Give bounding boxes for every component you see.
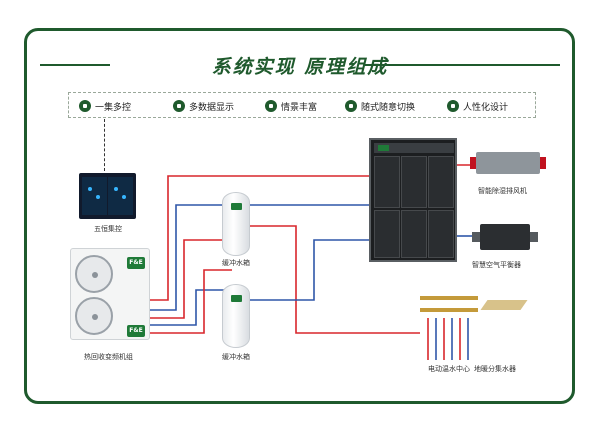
stack-icon [79,100,91,112]
feature-label: 一集多控 [95,102,132,113]
brand-logo: F&E [127,325,145,337]
switch-icon [345,100,357,112]
cold-pipe [246,239,370,301]
cold-pipe [150,289,232,326]
floor-manifold-label: 地暖分集水器 [474,365,516,373]
scene-icon [265,100,277,112]
control-link-line [104,119,105,171]
indoor-unit-image [369,138,457,262]
brand-logo: F&E [127,257,145,269]
outdoor-unit-image: F&E F&E [70,248,150,340]
buffer-tank-bottom [222,284,250,348]
water-center-label: 电动温水中心 [428,365,470,373]
title-rule-left [40,64,110,66]
control-panel-label: 五恒集控 [94,225,122,233]
feature-label: 多数据显示 [189,102,235,113]
feature-label: 情景丰富 [281,102,318,113]
hot-pipe [150,269,232,334]
buffer-tank-bottom-label: 缓冲水箱 [222,353,250,361]
fan-icon [75,297,113,335]
hot-pipe [150,175,370,301]
title-rule-right [365,64,560,66]
page-title: 系统实现 原理组成 [211,56,389,78]
cold-pipe [150,204,232,311]
feature-item: 人性化设计 [447,98,508,114]
feature-item: 情景丰富 [265,98,317,114]
hot-pipe [150,239,232,319]
feature-strip: 一集多控 多数据显示 情景丰富 随式随意切换 人性化设计 [68,92,536,118]
feature-label: 随式随意切换 [361,102,416,113]
hot-pipe [246,225,420,334]
feature-label: 人性化设计 [463,102,509,113]
feature-item: 一集多控 [79,98,131,114]
floor-manifold-image [480,300,528,310]
balance-unit-label: 智慧空气平衡器 [472,261,521,269]
dehumid-fan-label: 智能除湿排风机 [478,187,527,195]
title-bar: 系统实现 原理组成 [0,52,600,78]
dehumid-fan-image [470,152,546,174]
pie-chart-icon [173,100,185,112]
feature-item: 多数据显示 [173,98,234,114]
control-panel-image [79,173,136,219]
outdoor-unit-label: 热回收变频机组 [84,353,133,361]
fan-icon [75,255,113,293]
buffer-tank-top [222,192,250,256]
buffer-tank-top-label: 缓冲水箱 [222,259,250,267]
water-center-image [420,292,480,322]
feature-item: 随式随意切换 [345,98,415,114]
balance-unit-image [472,224,538,250]
user-icon [447,100,459,112]
